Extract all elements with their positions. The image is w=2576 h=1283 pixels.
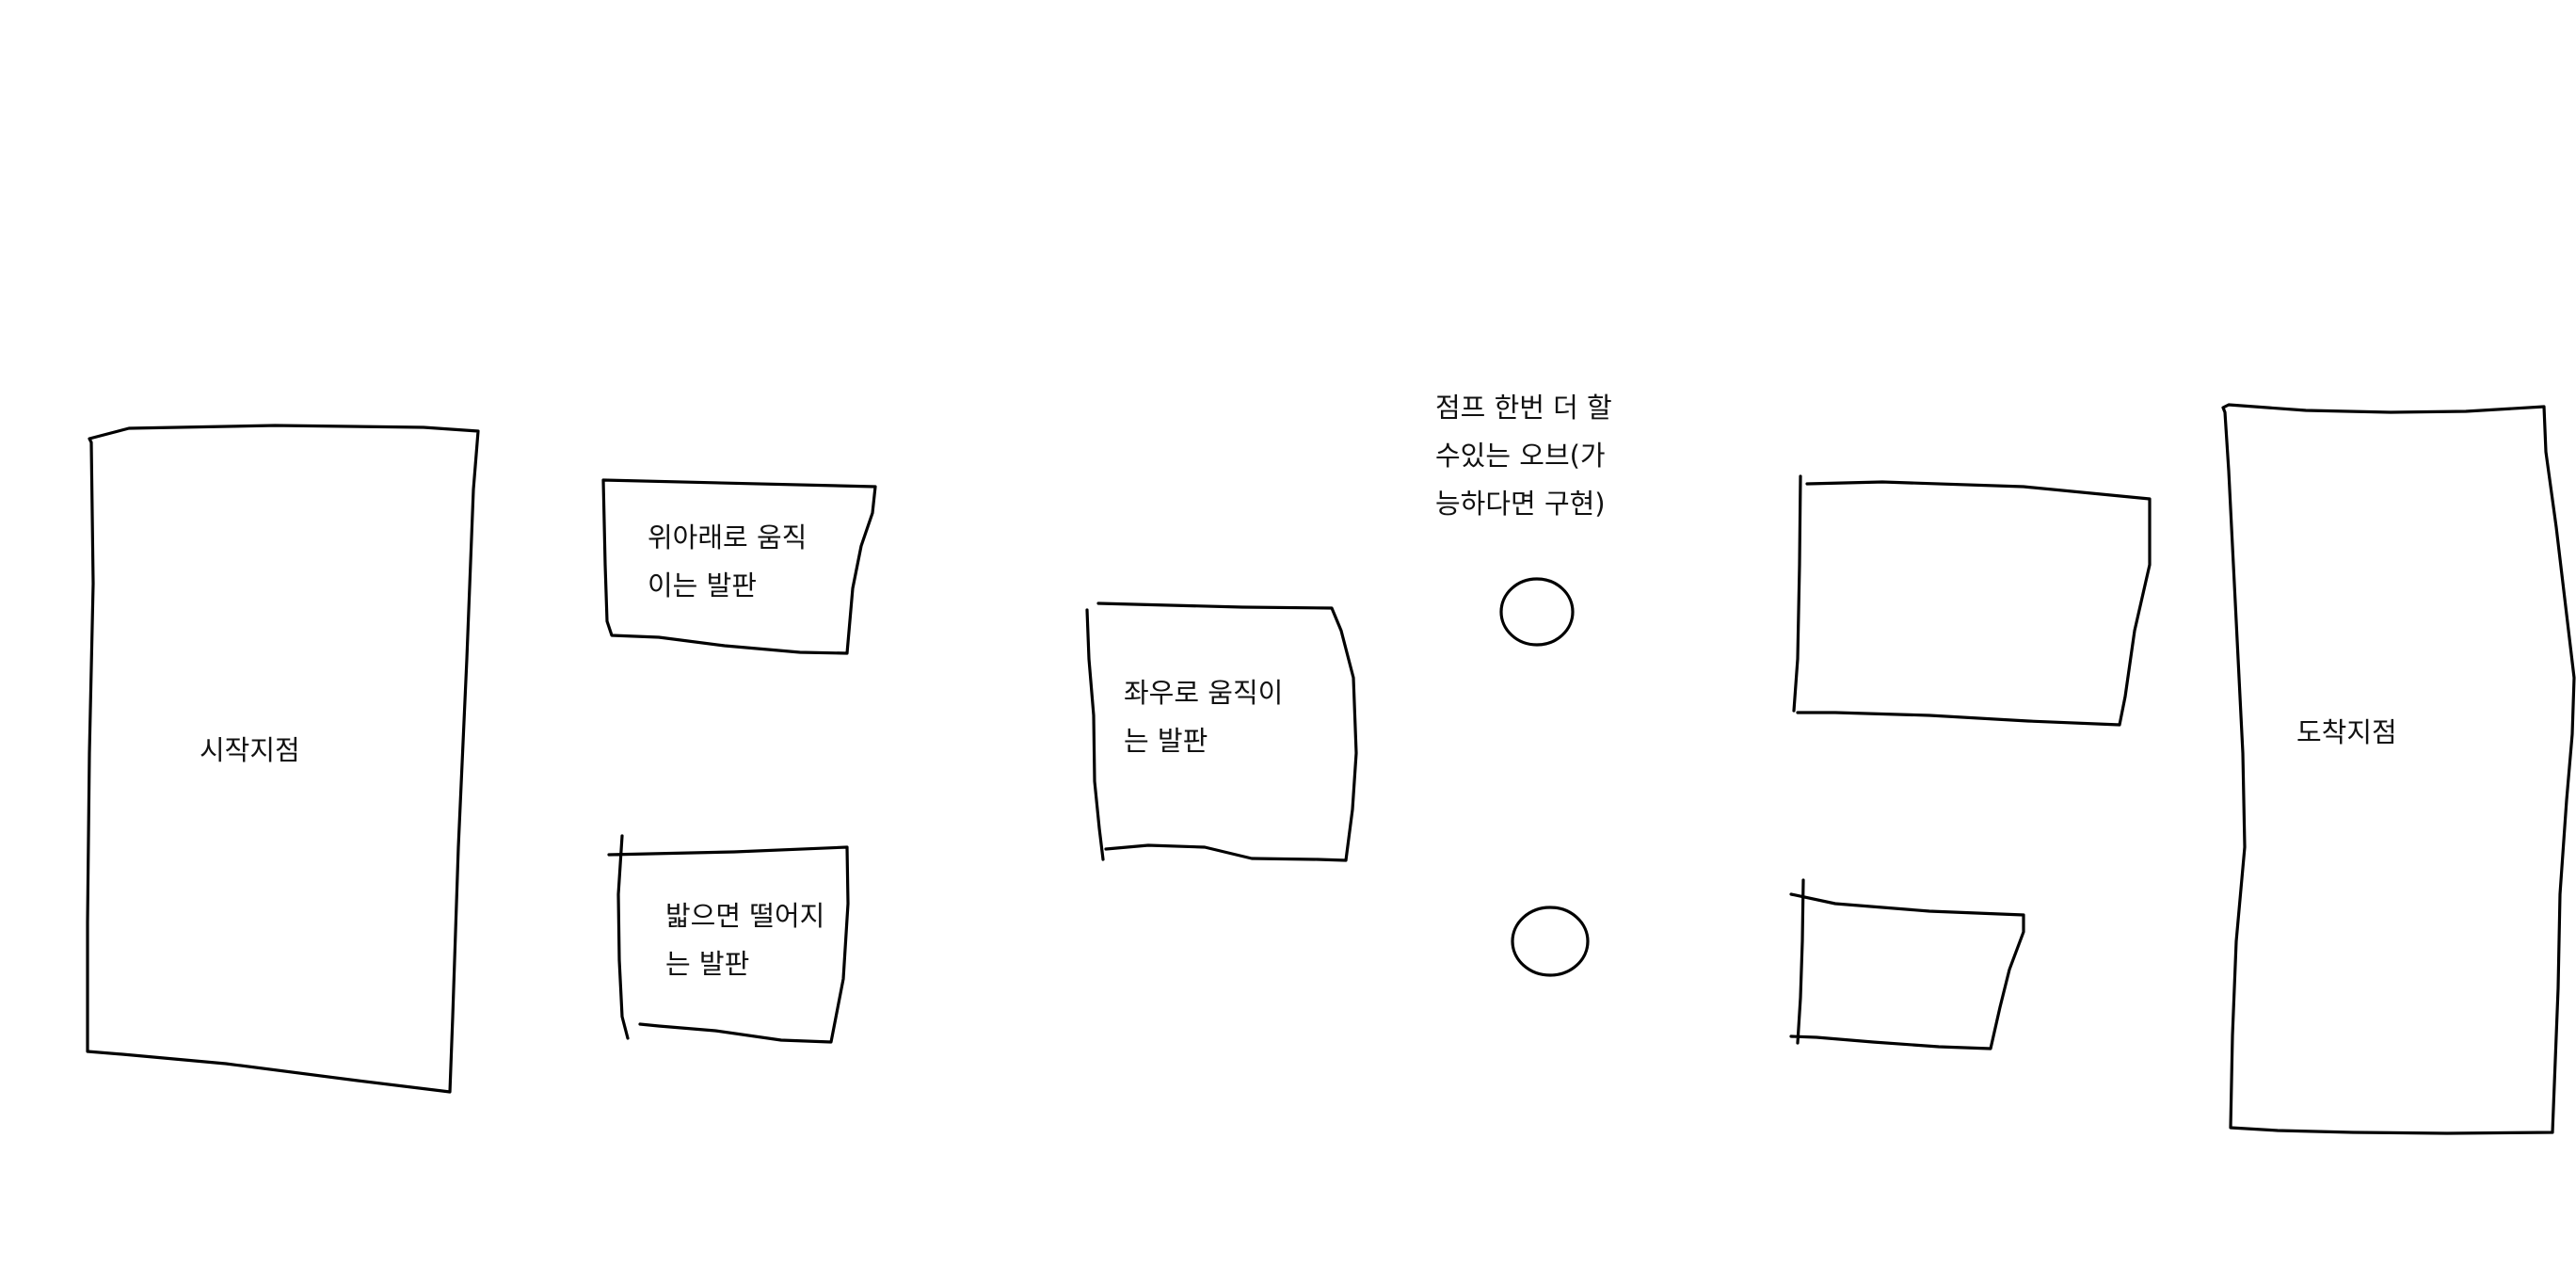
vertical-platform-label-line-1: 위아래로 움직 (648, 521, 808, 553)
jump-orb-top (1499, 577, 1575, 647)
jump-orb-bottom (1511, 906, 1590, 977)
horizontal-moving-platform (1085, 601, 1358, 862)
vertical-moving-platform (601, 478, 877, 655)
upper-right-platform (1792, 474, 2152, 727)
start-platform (86, 424, 480, 1094)
falling-platform-label-line-1: 밟으면 떨어지 (665, 900, 825, 932)
jump-orb-label-line-2: 수있는 오브(가 (1435, 440, 1606, 472)
horizontal-platform-label-line-2: 는 발판 (1124, 725, 1208, 757)
goal-platform (2221, 403, 2576, 1135)
jump-orb-label: 점프 한번 더 할 수있는 오브(가 능하다면 구현) (1435, 384, 1612, 528)
falling-platform-label: 밟으면 떨어지 는 발판 (665, 892, 824, 988)
horizontal-platform-label: 좌우로 움직이 는 발판 (1124, 669, 1283, 765)
jump-orb-label-line-3: 능하다면 구현) (1435, 488, 1606, 520)
lower-right-platform (1789, 878, 2025, 1050)
falling-platform-label-line-2: 는 발판 (665, 948, 750, 980)
horizontal-platform-label-line-1: 좌우로 움직이 (1124, 677, 1284, 709)
jump-orb-label-line-1: 점프 한번 더 할 (1435, 392, 1612, 424)
start-label: 시작지점 (200, 734, 300, 766)
goal-label: 도착지점 (2296, 716, 2397, 748)
falling-platform (607, 834, 850, 1044)
vertical-platform-label: 위아래로 움직 이는 발판 (648, 514, 807, 610)
vertical-platform-label-line-2: 이는 발판 (648, 569, 757, 601)
